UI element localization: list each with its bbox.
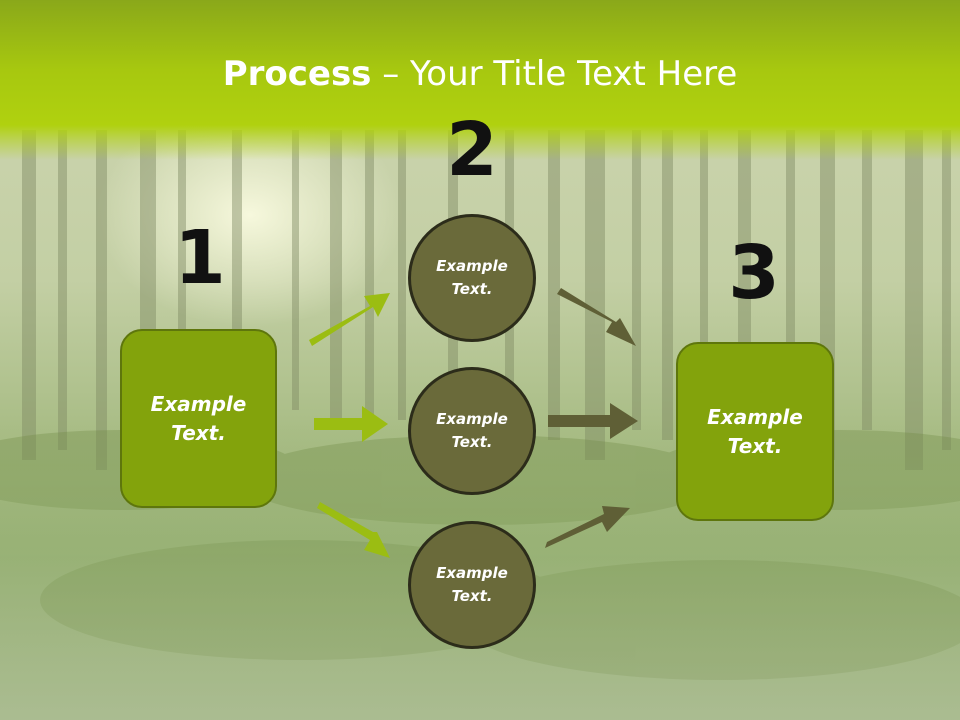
step-number-1: 1	[174, 215, 226, 301]
step-3-box[interactable]: Example Text.	[676, 342, 834, 521]
step-1-text-line2: Text.	[171, 420, 226, 445]
step-2-circle-middle[interactable]: Example Text.	[408, 367, 536, 495]
arrow-from-circle-3	[545, 506, 630, 548]
title-rest-text: – Your Title Text Here	[371, 54, 738, 94]
circle-3-text-line2: Text.	[451, 587, 493, 605]
arrow-to-circle-1	[309, 293, 390, 346]
arrow-from-circle-1	[557, 288, 636, 346]
title-bold-text: Process	[222, 54, 372, 94]
step-1-box[interactable]: Example Text.	[120, 329, 277, 508]
circle-1-text-line2: Text.	[451, 280, 493, 298]
circle-1-text-line1: Example	[436, 257, 508, 275]
step-2-circle-bottom[interactable]: Example Text.	[408, 521, 536, 649]
circle-2-text-line2: Text.	[451, 433, 493, 451]
arrow-to-circle-2	[314, 406, 388, 442]
arrow-to-circle-3	[317, 502, 390, 558]
step-1-text-line1: Example	[150, 391, 247, 416]
step-3-text-line1: Example	[707, 404, 803, 429]
step-number-2: 2	[446, 107, 498, 193]
circle-3-text-line1: Example	[436, 564, 508, 582]
arrow-from-circle-2	[548, 403, 638, 439]
title-band	[0, 0, 960, 160]
slide-title[interactable]: Process – Your Title Text Here	[0, 52, 960, 96]
step-number-3: 3	[728, 230, 780, 316]
step-2-circle-top[interactable]: Example Text.	[408, 214, 536, 342]
circle-2-text-line1: Example	[436, 410, 508, 428]
step-3-text-line2: Text.	[727, 433, 783, 458]
